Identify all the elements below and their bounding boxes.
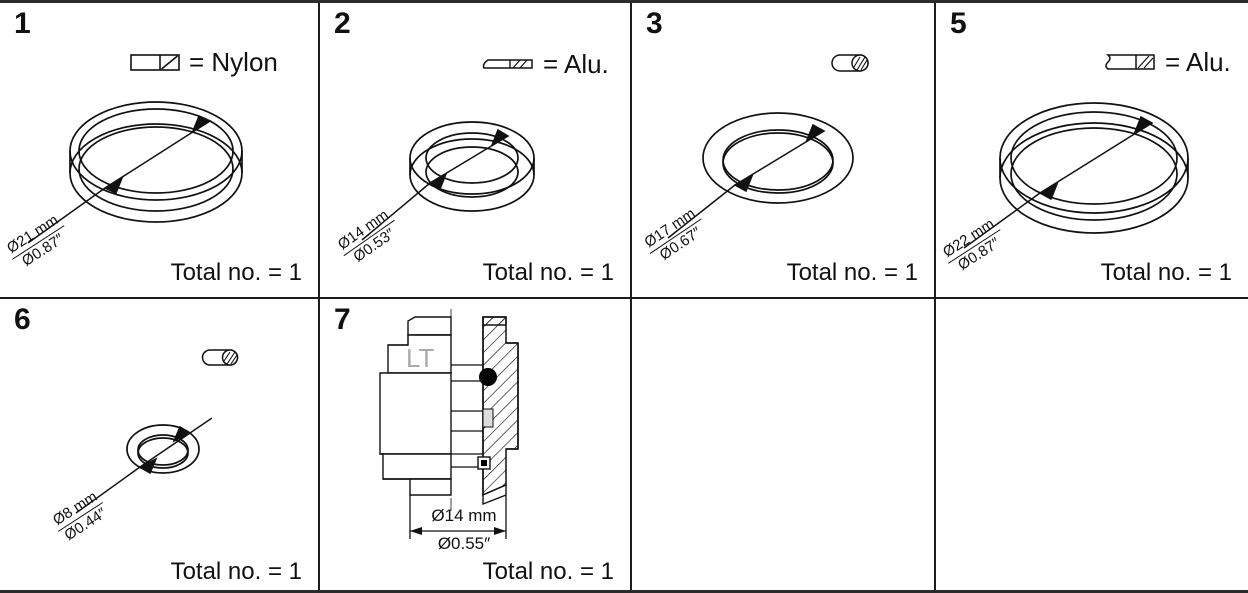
material-legend xyxy=(826,51,883,75)
dimension-label: Ø21 mm Ø0.87″ xyxy=(2,211,74,274)
dimension-metric: Ø14 mm xyxy=(431,506,497,525)
material-legend: = Alu. xyxy=(1102,49,1231,75)
dimension-imperial-wrap: Ø0.55″ xyxy=(416,534,512,554)
dimension-label: Ø8 mm Ø0.44″ xyxy=(48,487,113,547)
material-legend: = Nylon xyxy=(130,49,278,75)
cell-number: 5 xyxy=(950,7,967,40)
alu-break-section-icon xyxy=(1102,50,1156,74)
dimension-label: Ø17 mm Ø0.67″ xyxy=(640,204,711,269)
dimension-imperial: Ø0.55″ xyxy=(437,534,491,553)
oring-capsule-icon xyxy=(196,345,244,369)
material-legend-label: = Nylon xyxy=(189,47,278,77)
part-cell-3[interactable]: 3 xyxy=(632,3,936,299)
oring-marker xyxy=(479,368,497,386)
material-legend-label: = Alu. xyxy=(543,49,609,79)
cell-number: 6 xyxy=(14,303,31,336)
dimension-label: Ø14 mm Ø0.53″ xyxy=(333,206,405,270)
cell-number: 7 xyxy=(334,303,351,336)
total-count: Total no. = 1 xyxy=(482,259,614,286)
material-legend-label: = Alu. xyxy=(1165,47,1231,77)
cell-number: 2 xyxy=(334,7,351,40)
cell-number: 1 xyxy=(14,7,31,40)
cell-number: 3 xyxy=(646,7,663,40)
total-count: Total no. = 1 xyxy=(786,259,918,286)
total-count: Total no. = 1 xyxy=(482,558,614,585)
material-legend xyxy=(196,345,253,369)
total-count: Total no. = 1 xyxy=(170,558,302,585)
part-cell-6[interactable]: 6 xyxy=(0,299,320,590)
part-cell-1[interactable]: 1 = Nylon xyxy=(0,3,320,299)
total-count: Total no. = 1 xyxy=(1100,259,1232,286)
parts-grid: 1 = Nylon xyxy=(0,3,1248,590)
alu-flat-section-icon xyxy=(480,54,534,74)
oring-capsule-icon xyxy=(826,51,874,75)
dimension-label: Ø14 mm xyxy=(416,506,512,526)
part-cell-7[interactable]: 7 xyxy=(320,299,632,590)
part-cell-2[interactable]: 2 = Alu. xyxy=(320,3,632,299)
material-legend: = Alu. xyxy=(480,51,609,77)
part-cell-empty-1 xyxy=(632,299,936,590)
nylon-section-icon xyxy=(130,50,180,74)
washer-drawing-6 xyxy=(75,417,213,514)
part-cell-5[interactable]: 5 = Alu. xyxy=(936,3,1248,299)
dimension-label: Ø22 mm Ø0.87″ xyxy=(938,215,1010,278)
fitting-body-marking: LT xyxy=(406,343,435,373)
part-cell-empty-2 xyxy=(936,299,1248,590)
total-count: Total no. = 1 xyxy=(170,259,302,286)
